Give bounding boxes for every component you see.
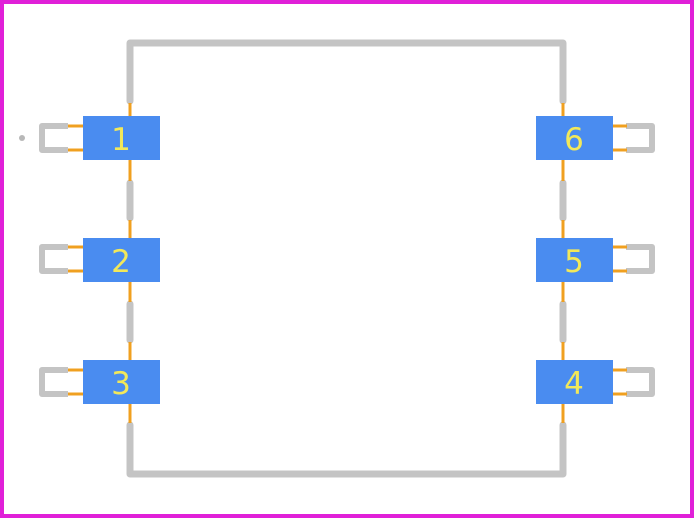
pad-2-label: 2	[111, 244, 131, 280]
silkscreen-outline	[126, 39, 567, 478]
pad-3: 3	[83, 360, 160, 404]
pad-5-label: 5	[564, 244, 584, 280]
pad-6-label: 6	[564, 122, 584, 158]
pad-1: 1	[83, 116, 160, 160]
pad-2: 2	[83, 238, 160, 282]
left-lead-outlines	[39, 123, 68, 397]
pad-3-label: 3	[111, 366, 131, 402]
pad-4-label: 4	[564, 366, 584, 402]
pad-1-label: 1	[111, 122, 131, 158]
right-lead-outlines	[626, 123, 655, 397]
pin1-marker	[19, 135, 25, 141]
pad-4: 4	[536, 360, 613, 404]
body-lead-ticks	[128, 103, 565, 423]
pad-5: 5	[536, 238, 613, 282]
lead-stubs	[68, 124, 627, 396]
pad-6: 6	[536, 116, 613, 160]
